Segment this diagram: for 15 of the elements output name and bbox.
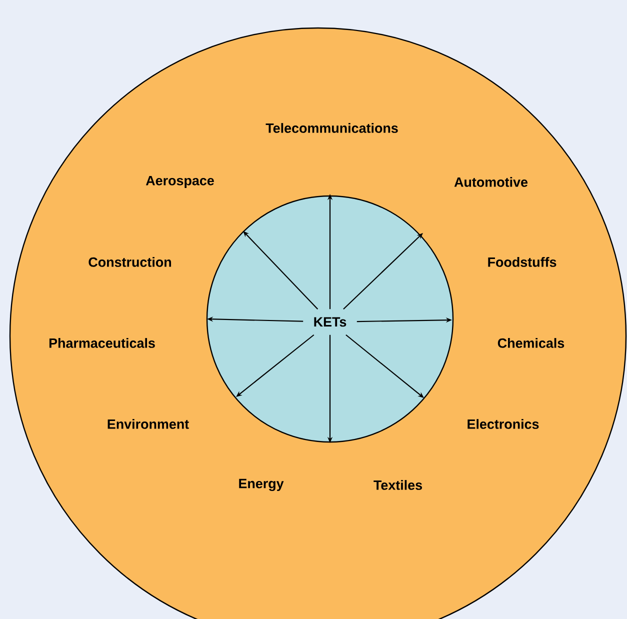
sector-label: Pharmaceuticals [49,338,155,348]
sector-label: Aerospace [146,176,214,188]
sector-label: Electronics [468,419,539,429]
inner-circle [206,195,454,443]
sector-label: Foodstuffs [488,257,556,267]
sector-label: Textiles [374,480,422,490]
arrow [243,231,318,310]
sector-label: Construction [88,257,172,267]
sector-label: Environment [108,419,189,429]
sector-label: Automotive [454,177,528,187]
sector-label: Chemicals [498,338,564,348]
sector-label: Energy [239,478,284,492]
center-label: KETs [314,317,346,327]
arrow [343,233,423,310]
sector-label: Telecommunications [266,123,398,133]
